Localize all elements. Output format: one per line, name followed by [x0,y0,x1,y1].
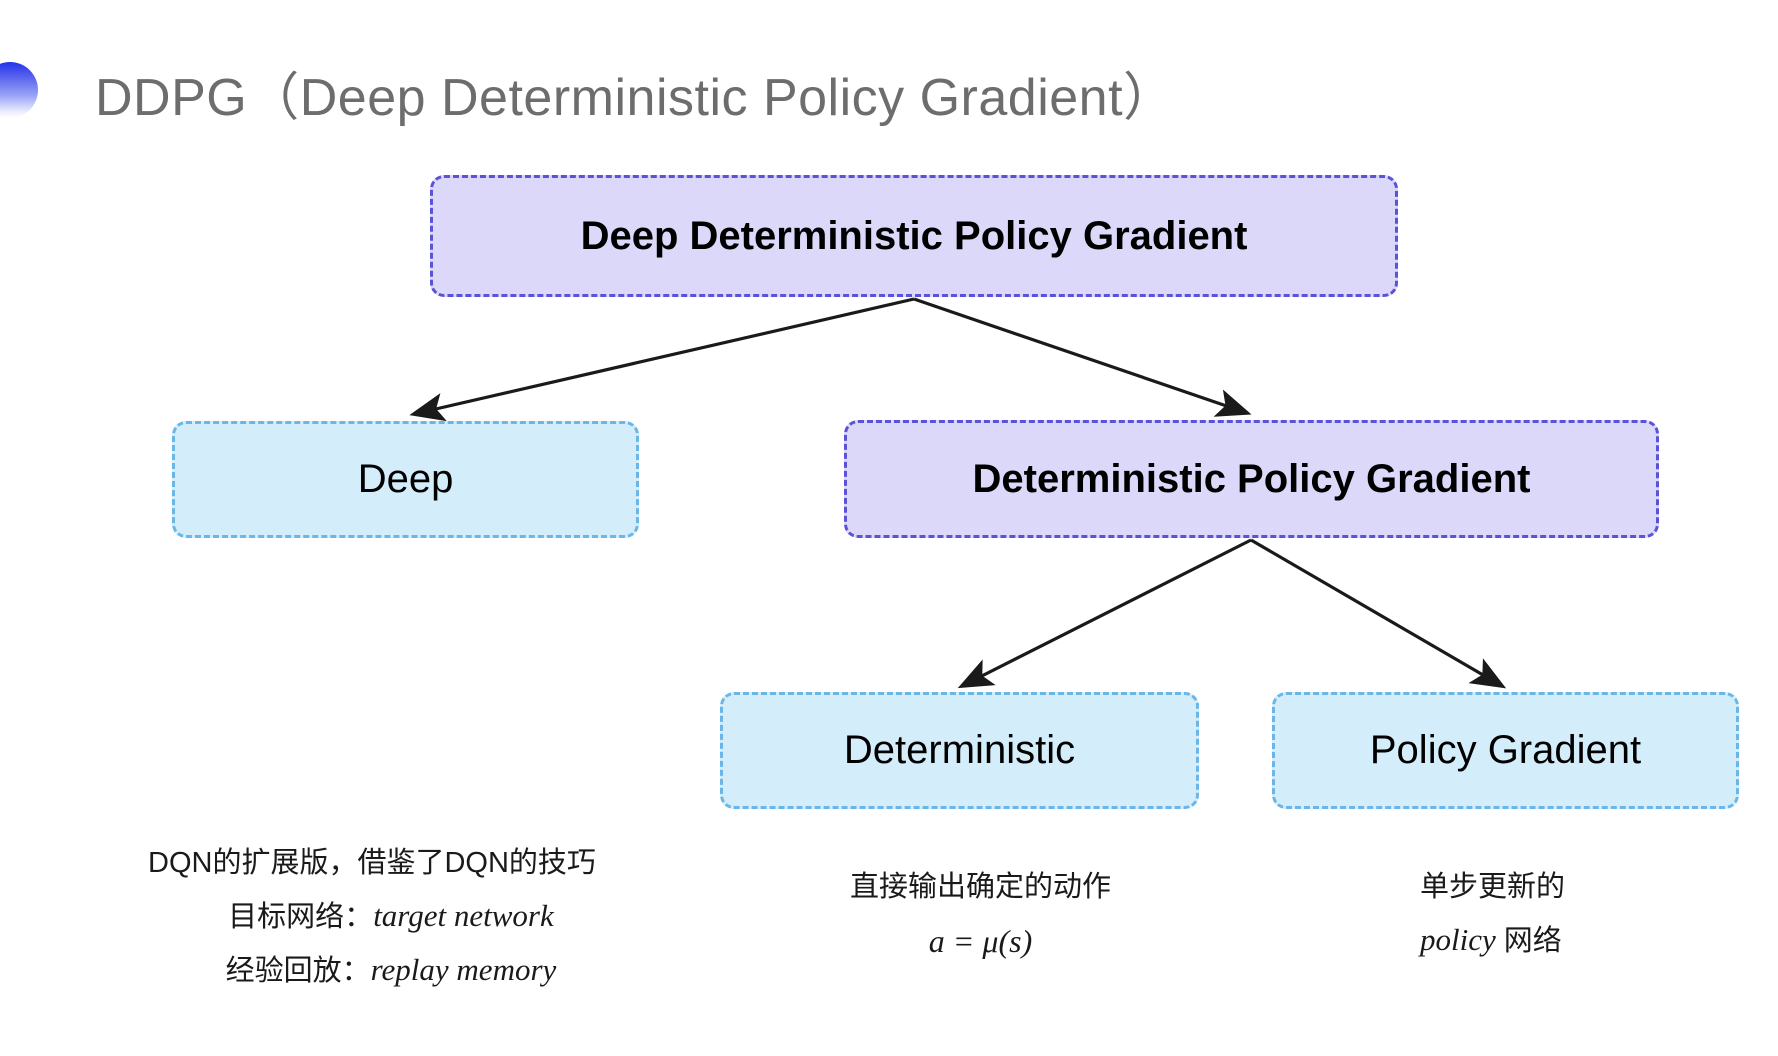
caption-mid-line-1: 直接输出确定的动作 [850,871,1112,903]
caption-right-line-2-rest: 网络 [1495,924,1562,957]
node-label: Deterministic [843,728,1076,772]
edge-root-to-dpg [913,297,1252,417]
node-label: Deep Deterministic Policy Gradient [580,213,1248,258]
edge-dpg-to-policy-gradient [1250,538,1507,689]
node-label: Policy Gradient [1369,728,1642,772]
caption-left-italic-target-network: target network [373,897,554,933]
node-deep-deterministic-policy-gradient[interactable]: Deep Deterministic Policy Gradient [430,175,1398,297]
caption-left-italic-replay-memory: replay memory [370,952,557,987]
caption-left-line-3: 经验回放：replay memory [148,943,596,997]
gradient-circle-bullet-icon [0,62,38,118]
caption-deep: DQN的扩展版，借鉴了DQN的技巧 目标网络：target network 经验… [148,838,596,997]
caption-left-line-2: 目标网络：target network [148,889,596,943]
node-label: Deep [357,457,454,501]
edge-root-to-deep [409,297,915,422]
node-label: Deterministic Policy Gradient [972,456,1531,501]
caption-right-italic-policy: policy [1420,921,1496,957]
caption-right-line-1: 单步更新的 [1420,871,1566,903]
caption-right-line-2: policy 网络 [1420,913,1565,967]
node-policy-gradient[interactable]: Policy Gradient [1272,692,1739,809]
caption-policy-gradient: 单步更新的 policy 网络 [1420,862,1565,967]
node-deep[interactable]: Deep [172,421,639,538]
node-deterministic-policy-gradient[interactable]: Deterministic Policy Gradient [844,420,1659,538]
caption-deterministic: 直接输出确定的动作 a = μ(s) [850,862,1111,969]
caption-left-line-3-label: 经验回放： [225,955,371,987]
page-title: DDPG（Deep Deterministic Policy Gradient） [95,69,1176,127]
node-deterministic[interactable]: Deterministic [720,692,1199,809]
edge-dpg-to-deterministic [957,538,1252,689]
caption-left-line-1: DQN的扩展版，借鉴了DQN的技巧 [148,847,596,879]
caption-left-line-2-label: 目标网络： [228,900,374,933]
caption-mid-formula: a = μ(s) [928,922,1033,959]
